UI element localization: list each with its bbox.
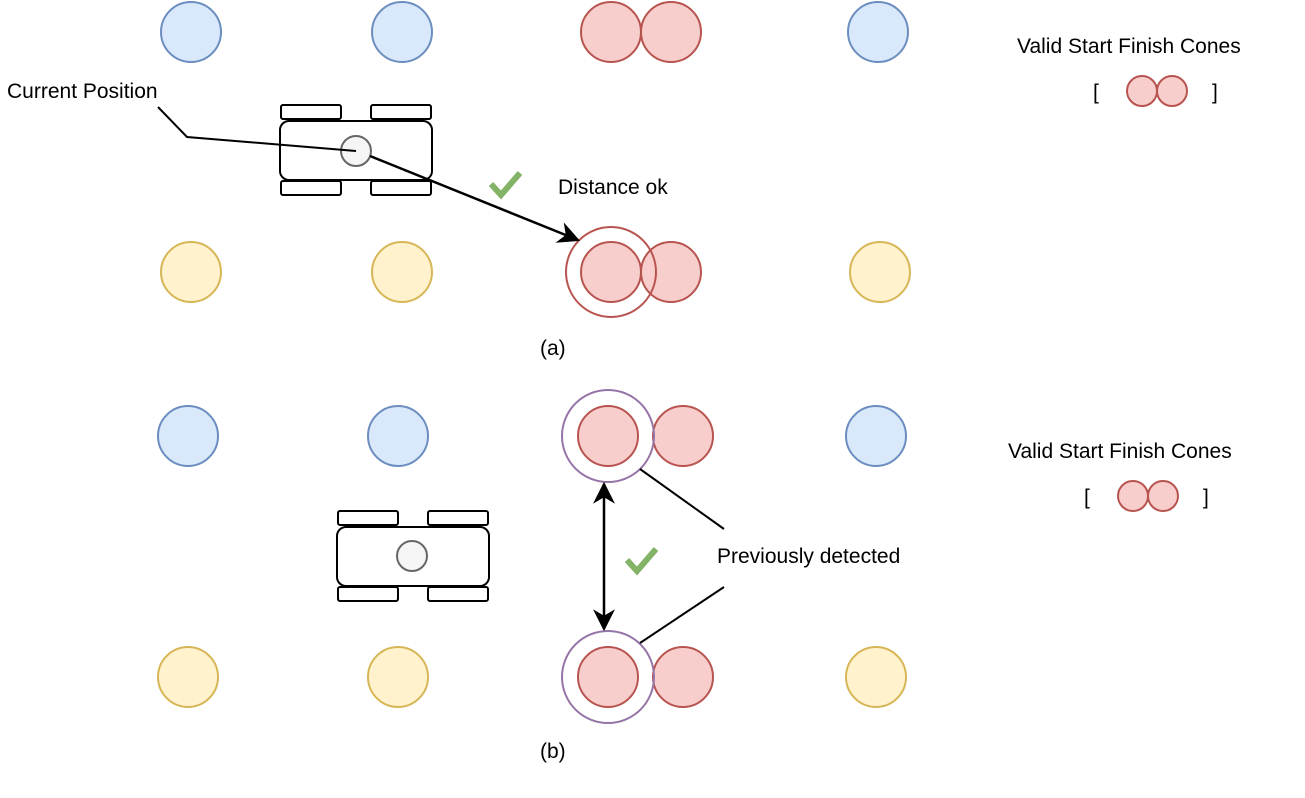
yellow-cone (160, 241, 222, 303)
current-position-label: Current Position (7, 80, 158, 103)
panel-b-caption: (b) (540, 740, 566, 763)
start-finish-cone (577, 405, 639, 467)
blue-cone (847, 1, 909, 63)
legend-title: Valid Start Finish Cones (1008, 440, 1232, 463)
previously-detected-label: Previously detected (717, 545, 900, 568)
start-finish-cone (577, 646, 639, 708)
yellow-cone (849, 241, 911, 303)
yellow-cone (845, 646, 907, 708)
legend-cone (1117, 480, 1149, 512)
previously-detected-leader (639, 468, 725, 530)
legend-bracket-open: [ (1093, 81, 1099, 104)
blue-cone (371, 1, 433, 63)
yellow-cone (371, 241, 433, 303)
car-wheel (427, 586, 489, 602)
start-finish-cone (580, 1, 642, 63)
blue-cone (845, 405, 907, 467)
legend-title: Valid Start Finish Cones (1017, 35, 1241, 58)
start-finish-cone (652, 646, 714, 708)
car-wheel (280, 104, 342, 120)
panel-a-caption: (a) (540, 337, 566, 360)
blue-cone (160, 1, 222, 63)
legend-bracket-close: ] (1203, 486, 1209, 509)
start-finish-cone (652, 405, 714, 467)
yellow-cone (367, 646, 429, 708)
start-finish-cone (640, 1, 702, 63)
legend-bracket-close: ] (1212, 81, 1218, 104)
previously-detected-leader (639, 586, 725, 644)
panel-a: Current Position Distance ok (a) Valid S… (7, 1, 1241, 360)
checkmark-icon (488, 171, 523, 200)
target-cone-ring (565, 226, 657, 318)
car-wheel (280, 180, 342, 196)
car-wheel (337, 586, 399, 602)
current-position-dot (396, 540, 428, 572)
car-wheel (427, 510, 489, 526)
car-wheel (337, 510, 399, 526)
start-finish-cone (580, 241, 642, 303)
distance-ok-label: Distance ok (558, 176, 668, 199)
car-wheel (370, 180, 432, 196)
checkmark-icon (624, 547, 659, 576)
legend-bracket-open: [ (1084, 486, 1090, 509)
blue-cone (157, 405, 219, 467)
distance-arrow (369, 154, 581, 243)
yellow-cone (157, 646, 219, 708)
current-position-leader (157, 106, 357, 152)
blue-cone (367, 405, 429, 467)
legend-cone (1126, 75, 1158, 107)
legend-cone (1147, 480, 1179, 512)
panel-b: Previously detected (b) Valid Start Fini… (157, 389, 1232, 763)
legend-cone (1156, 75, 1188, 107)
car-wheel (370, 104, 432, 120)
